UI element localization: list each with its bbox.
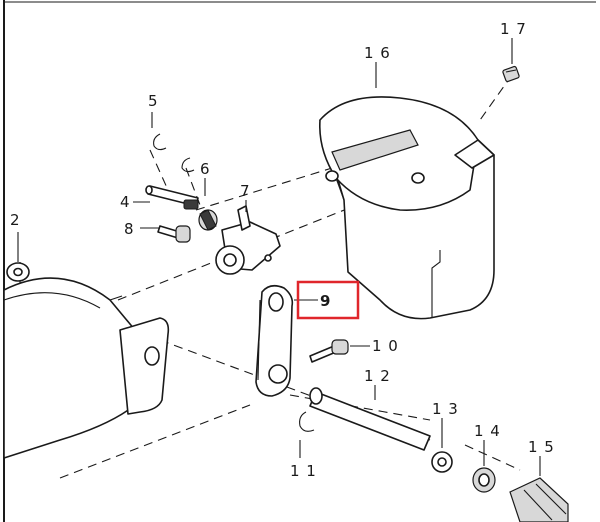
collar <box>198 209 218 231</box>
callout-2: 2 <box>10 211 21 229</box>
callout-13: 1 3 <box>432 400 459 418</box>
part-7-clamp <box>215 205 281 275</box>
callout-14: 1 4 <box>474 422 501 440</box>
part-13-washer <box>431 451 453 473</box>
highlight-box <box>296 280 360 320</box>
callout-labels: 2 4 5 6 7 8 9 1 0 1 1 1 2 1 3 1 4 1 5 1 … <box>10 20 555 480</box>
callout-16: 1 6 <box>364 44 391 62</box>
part-2-washer <box>6 262 30 282</box>
part-9-link <box>255 284 294 397</box>
part-11-eclip <box>299 411 315 432</box>
part-16-cover <box>319 96 495 320</box>
callout-5: 5 <box>148 92 159 110</box>
part-6-clip <box>181 157 199 210</box>
part-14-bushing <box>472 467 496 493</box>
motor-body <box>3 277 170 459</box>
callout-9: 9 <box>320 292 331 310</box>
callout-12: 1 2 <box>364 367 391 385</box>
part-15-fitting <box>509 477 569 522</box>
part-17-screw <box>502 65 520 83</box>
part-12-shaft <box>309 387 431 451</box>
part-5-eclip <box>153 133 167 151</box>
callout-8: 8 <box>124 220 135 238</box>
callout-11: 1 1 <box>290 462 317 480</box>
callout-15: 1 5 <box>528 438 555 456</box>
leader-lines <box>17 38 541 476</box>
callout-6: 6 <box>200 160 211 178</box>
callout-7: 7 <box>240 182 251 200</box>
callout-10: 1 0 <box>372 337 399 355</box>
callout-17: 1 7 <box>500 20 527 38</box>
part-10-screw <box>309 339 349 363</box>
part-8-screw <box>157 225 191 243</box>
callout-4: 4 <box>120 193 131 211</box>
